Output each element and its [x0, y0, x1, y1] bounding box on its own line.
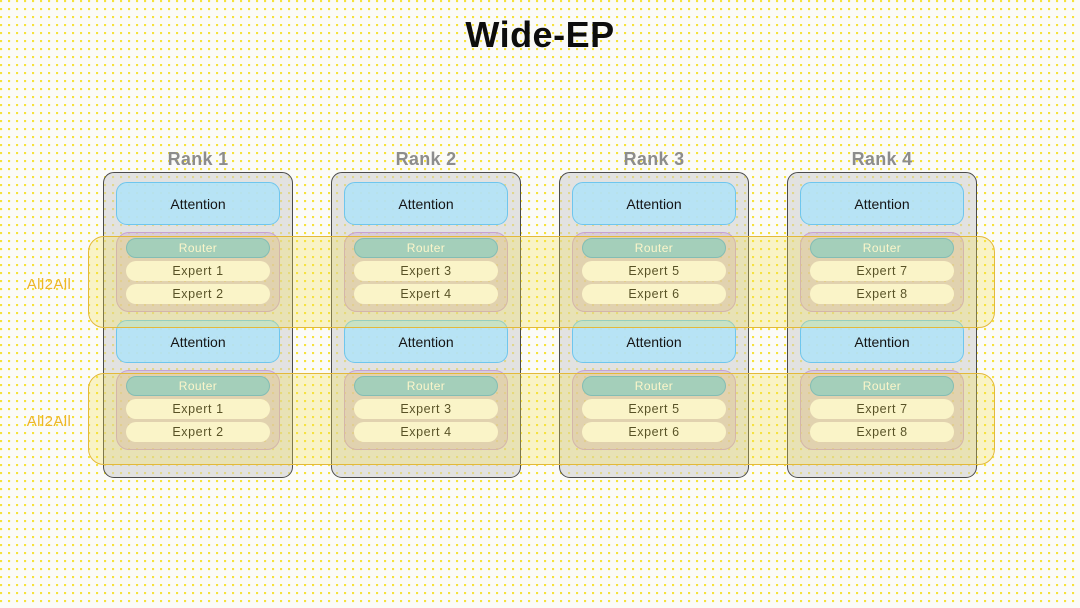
router-block: Router: [810, 376, 954, 396]
router-block: Router: [810, 238, 954, 258]
rank-column-3: Attention Router Expert 5 Expert 6 Atten…: [559, 172, 749, 478]
expert-block: Expert 5: [582, 399, 726, 419]
rank-column-1: Attention Router Expert 1 Expert 2 Atten…: [103, 172, 293, 478]
rank-label-2: Rank 2: [395, 149, 457, 169]
expert-block: Expert 2: [126, 284, 270, 304]
attention-block: Attention: [572, 182, 736, 225]
router-block: Router: [126, 238, 270, 258]
attention-block: Attention: [344, 182, 508, 225]
rank-label-3: Rank 3: [623, 149, 685, 169]
moe-block: Router Expert 7 Expert 8: [800, 232, 964, 312]
page-title: Wide-EP: [465, 14, 615, 55]
expert-block: Expert 3: [354, 399, 498, 419]
expert-block: Expert 3: [354, 261, 498, 281]
rank-label-1: Rank 1: [167, 149, 229, 169]
moe-block: Router Expert 1 Expert 2: [116, 232, 280, 312]
attention-block: Attention: [116, 182, 280, 225]
router-block: Router: [354, 238, 498, 258]
expert-block: Expert 6: [582, 422, 726, 442]
moe-block: Router Expert 5 Expert 6: [572, 232, 736, 312]
expert-block: Expert 8: [810, 284, 954, 304]
router-block: Router: [126, 376, 270, 396]
expert-block: Expert 6: [582, 284, 726, 304]
expert-block: Expert 5: [582, 261, 726, 281]
moe-block: Router Expert 5 Expert 6: [572, 370, 736, 450]
rank-column-4: Attention Router Expert 7 Expert 8 Atten…: [787, 172, 977, 478]
moe-block: Router Expert 1 Expert 2: [116, 370, 280, 450]
rank-label-4: Rank 4: [851, 149, 913, 169]
all2all-label-2: All2All: [26, 413, 72, 430]
expert-block: Expert 7: [810, 261, 954, 281]
all2all-band-2: [88, 373, 995, 465]
router-block: Router: [582, 238, 726, 258]
expert-block: Expert 1: [126, 399, 270, 419]
router-block: Router: [354, 376, 498, 396]
all2all-label-1: All2All: [26, 276, 72, 293]
expert-block: Expert 8: [810, 422, 954, 442]
router-block: Router: [582, 376, 726, 396]
all2all-band-1: [88, 236, 995, 328]
expert-block: Expert 4: [354, 284, 498, 304]
rank-column-2: Attention Router Expert 3 Expert 4 Atten…: [331, 172, 521, 478]
expert-block: Expert 7: [810, 399, 954, 419]
moe-block: Router Expert 3 Expert 4: [344, 370, 508, 450]
expert-block: Expert 1: [126, 261, 270, 281]
moe-block: Router Expert 7 Expert 8: [800, 370, 964, 450]
attention-block: Attention: [800, 182, 964, 225]
expert-block: Expert 4: [354, 422, 498, 442]
moe-block: Router Expert 3 Expert 4: [344, 232, 508, 312]
expert-block: Expert 2: [126, 422, 270, 442]
